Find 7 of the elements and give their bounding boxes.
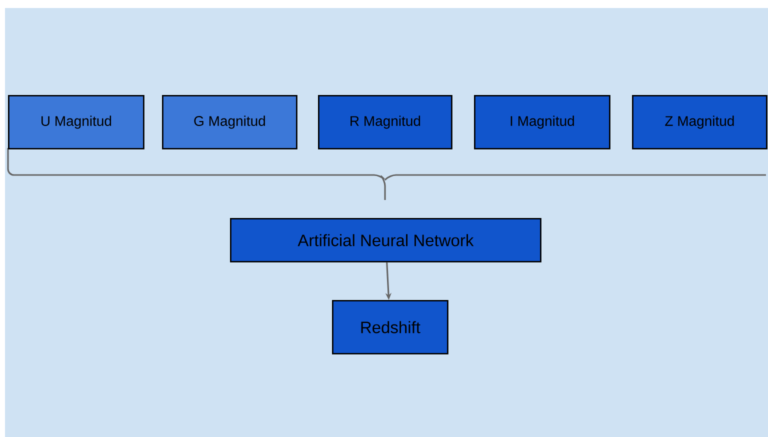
output-box: Redshift bbox=[332, 300, 448, 354]
input-box: G Magnitud bbox=[162, 95, 298, 150]
network-box: Artificial Neural Network bbox=[230, 218, 542, 262]
input-box: R Magnitud bbox=[318, 95, 452, 150]
input-box: Z Magnitud bbox=[632, 95, 768, 150]
input-box: U Magnitud bbox=[8, 95, 144, 150]
input-box: I Magnitud bbox=[474, 95, 610, 150]
